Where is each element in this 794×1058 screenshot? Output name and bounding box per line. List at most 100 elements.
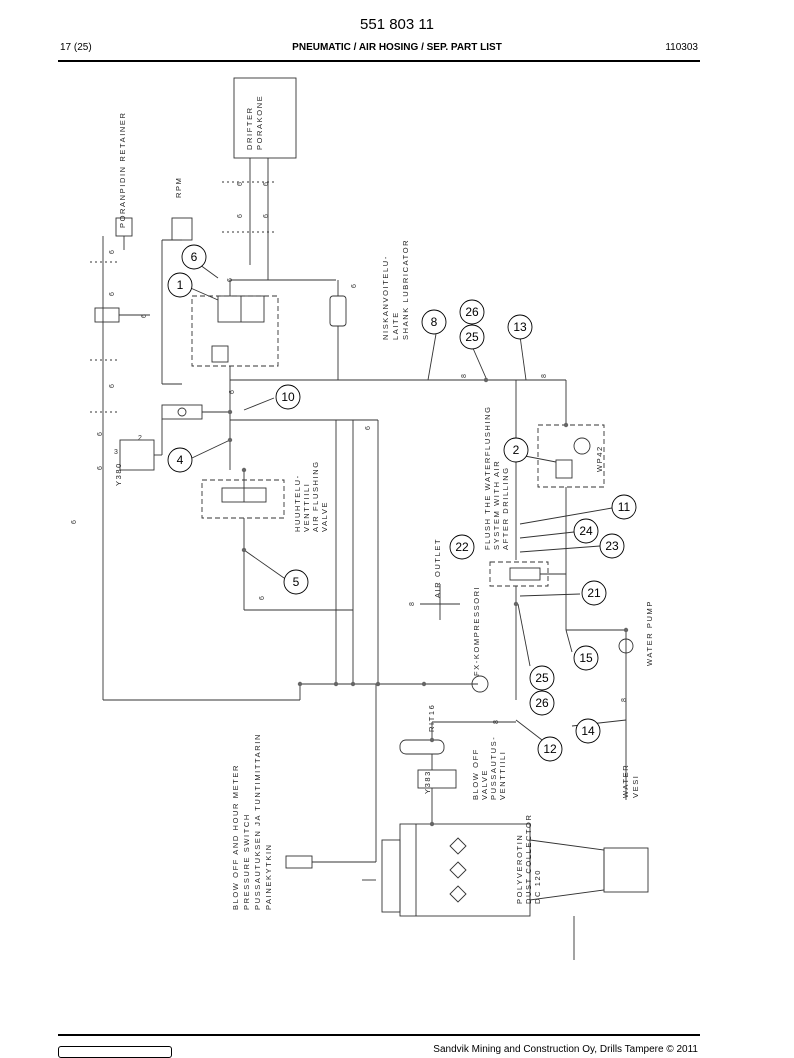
- drifter-box: [233, 77, 297, 159]
- label-y380: Y380: [114, 462, 123, 486]
- label-poranpidin: PORANPIDIN RETAINER: [118, 111, 127, 228]
- document-number: 551 803 11: [360, 16, 434, 33]
- size-mark: 8: [461, 374, 468, 378]
- pressure-switch: [285, 855, 313, 869]
- callout-21-text: 21: [587, 586, 601, 600]
- label-rit16: RIT16: [427, 704, 436, 732]
- callout-12: [537, 736, 563, 762]
- copyright-text: Sandvik Mining and Construction Oy, Dril…: [433, 1044, 698, 1055]
- rit16-tank: [399, 739, 445, 755]
- label-blowoff-hour-4: PAINEKYTKIN: [264, 843, 273, 910]
- callout-8-text: 8: [431, 315, 438, 329]
- label-drifter: DRIFTER: [245, 106, 254, 150]
- label-air-outlet: AIR OUTLET: [433, 538, 442, 598]
- callout-25-text: 25: [465, 330, 479, 344]
- callout-22: [449, 534, 475, 560]
- label-y383: Y383: [423, 770, 432, 794]
- callout-15-text: 15: [579, 651, 593, 665]
- label-blowoff-hour-1: BLOW OFF AND HOUR METER: [231, 764, 240, 910]
- label-huuhtelu-2: VENTTIILI: [302, 483, 311, 532]
- rpm-motor: [171, 217, 193, 241]
- callout-1-text: 1: [177, 278, 184, 292]
- size-mark: 8: [409, 602, 416, 606]
- size-mark: 6: [227, 278, 234, 282]
- air-flushing-valve-block: [201, 479, 285, 519]
- size-mark: 6: [365, 426, 372, 430]
- callout-2: [503, 437, 529, 463]
- callout-25: [459, 324, 485, 350]
- size-mark: 6: [351, 284, 358, 288]
- page-title: PNEUMATIC / AIR HOSING / SEP. PART LIST: [292, 42, 502, 53]
- callout-13-text: 13: [513, 320, 527, 334]
- callout-4-text: 4: [177, 453, 184, 467]
- size-mark: 6: [259, 596, 266, 600]
- flush-valve-block: [489, 561, 549, 587]
- callout-26: [459, 299, 485, 325]
- label-flush-1: FLUSH THE WATERFLUSHING: [483, 405, 492, 550]
- callout-8: [421, 309, 447, 335]
- label-niskanvoitelu-3: SHANK LUBRICATOR: [401, 239, 410, 340]
- callout-26b-text: 26: [535, 696, 549, 710]
- wp42-box: [537, 424, 605, 488]
- callout-22-text: 22: [455, 540, 469, 554]
- label-blowoff-3: PUSSAUTUS-: [489, 736, 498, 800]
- company-logo: [58, 1046, 172, 1058]
- size-mark: 6: [71, 520, 78, 524]
- shank-lubricator: [329, 295, 347, 327]
- callout-26-text: 26: [465, 305, 479, 319]
- size-mark: 8: [493, 720, 500, 724]
- size-mark: 6: [109, 292, 116, 296]
- label-niskanvoitelu-2: LAITE: [391, 311, 400, 340]
- size-mark: 8: [621, 698, 628, 702]
- callout-24: [573, 518, 599, 544]
- header-rule: [58, 60, 700, 62]
- label-blowoff-hour-2: PRESSURE SWITCH: [242, 813, 251, 910]
- size-mark: 6: [109, 384, 116, 388]
- size-mark: 6: [109, 250, 116, 254]
- callout-23: [599, 533, 625, 559]
- size-mark: 6: [263, 182, 270, 186]
- compressor-symbol: [471, 675, 489, 693]
- callout-25b-text: 25: [535, 671, 549, 685]
- callout-10-text: 10: [281, 390, 295, 404]
- callout-23-text: 23: [605, 539, 619, 553]
- callout-14: [575, 718, 601, 744]
- callout-6: [181, 244, 207, 270]
- footer-rule: [58, 1034, 700, 1036]
- callout-5-text: 5: [293, 575, 300, 589]
- label-water-pump: WATER PUMP: [645, 600, 654, 666]
- callout-6-text: 6: [191, 250, 198, 264]
- label-huuhtelu-4: VALVE: [320, 501, 329, 532]
- label-y380-port2: 2: [138, 435, 142, 442]
- blow-off-valve: [417, 769, 457, 789]
- label-fx-kompressori: FX-KOMPRESSORI: [472, 586, 481, 676]
- label-flush-3: AFTER DRILLING: [501, 466, 510, 550]
- main-valve-block: [191, 295, 279, 367]
- callout-11: [611, 494, 637, 520]
- size-mark: 8: [541, 374, 548, 378]
- size-mark: 6: [141, 314, 148, 318]
- callout-10: [275, 384, 301, 410]
- label-blowoff-2: VALVE: [480, 769, 489, 800]
- size-mark: 6: [237, 214, 244, 218]
- callout-14-text: 14: [581, 724, 595, 738]
- callout-11-text: 11: [618, 500, 631, 514]
- label-wp42: WP42: [595, 445, 604, 472]
- callout-13: [507, 314, 533, 340]
- label-polyverotin-2: DUST COLLECTOR: [524, 814, 533, 904]
- shuttle-valve: [161, 404, 203, 420]
- label-flush-2: SYSTEM WITH AIR: [492, 460, 501, 550]
- label-huuhtelu-3: AIR FLUSHING: [311, 460, 320, 532]
- size-mark: 6: [97, 466, 104, 470]
- label-polyverotin-3: DC 120: [533, 869, 542, 904]
- callout-26b: [529, 690, 555, 716]
- label-porakone: PORAKONE: [255, 95, 264, 150]
- revision-code: 110303: [665, 42, 698, 53]
- label-huuhtelu-1: HUUHTELU-: [293, 474, 302, 532]
- callout-25b: [529, 665, 555, 691]
- label-y380-port3: 3: [114, 449, 118, 456]
- callout-1: [167, 272, 193, 298]
- callout-2-text: 2: [513, 443, 520, 457]
- callout-5: [283, 569, 309, 595]
- label-blowoff-4: VENTTIILI: [498, 751, 507, 800]
